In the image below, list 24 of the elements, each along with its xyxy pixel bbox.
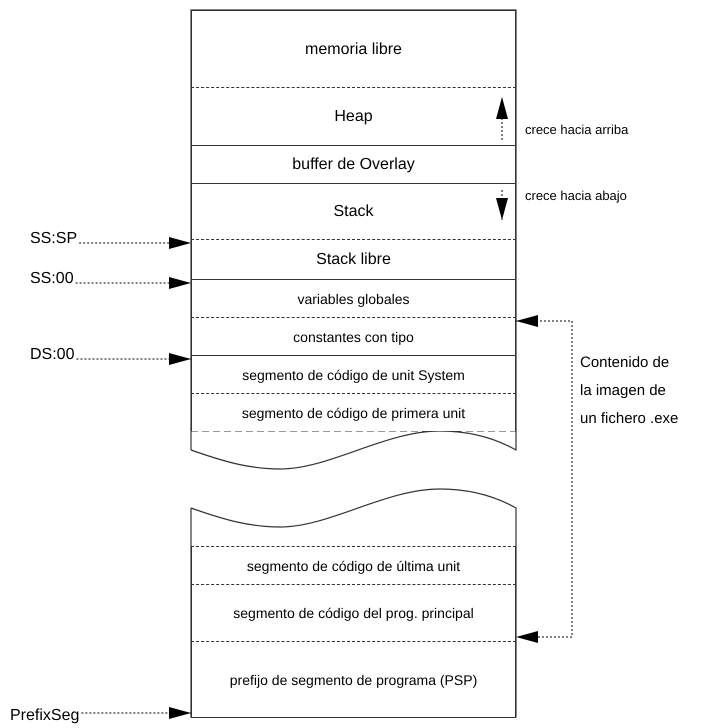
growth-note: crece hacia abajo — [525, 188, 627, 203]
pointer-arrow — [80, 707, 192, 719]
memory-band: prefijo de segmento de programa (PSP) — [191, 641, 516, 718]
memory-band: Heap — [191, 87, 516, 145]
pointer-label: DS:00 — [30, 346, 74, 364]
memory-band: segmento de código de última unit — [191, 546, 516, 584]
pointer-arrow — [516, 315, 572, 643]
memory-band: Stack — [191, 183, 516, 239]
memory-band: segmento de código del prog. principal — [191, 584, 516, 641]
pointer-arrow — [76, 353, 192, 365]
memory-band: variables globales — [191, 279, 516, 317]
pointer-label: PrefixSeg — [10, 707, 80, 725]
memory-band: Stack libre — [191, 239, 516, 279]
pointer-arrow — [78, 237, 192, 249]
memory-band: constantes con tipo — [191, 317, 516, 355]
memory-band: segmento de código de primera unit — [191, 393, 516, 431]
growth-note: crece hacia arriba — [525, 122, 628, 137]
memory-band: buffer de Overlay — [191, 145, 516, 183]
memory-band: memoria libre — [191, 10, 516, 88]
pointer-label: SS:00 — [30, 270, 74, 288]
pointer-arrow — [75, 277, 192, 289]
memory-band: segmento de código de unit System — [191, 355, 516, 393]
pointer-label: SS:SP — [30, 230, 78, 248]
edge-label: Contenido de la imagen de un fichero .exe — [580, 353, 680, 429]
